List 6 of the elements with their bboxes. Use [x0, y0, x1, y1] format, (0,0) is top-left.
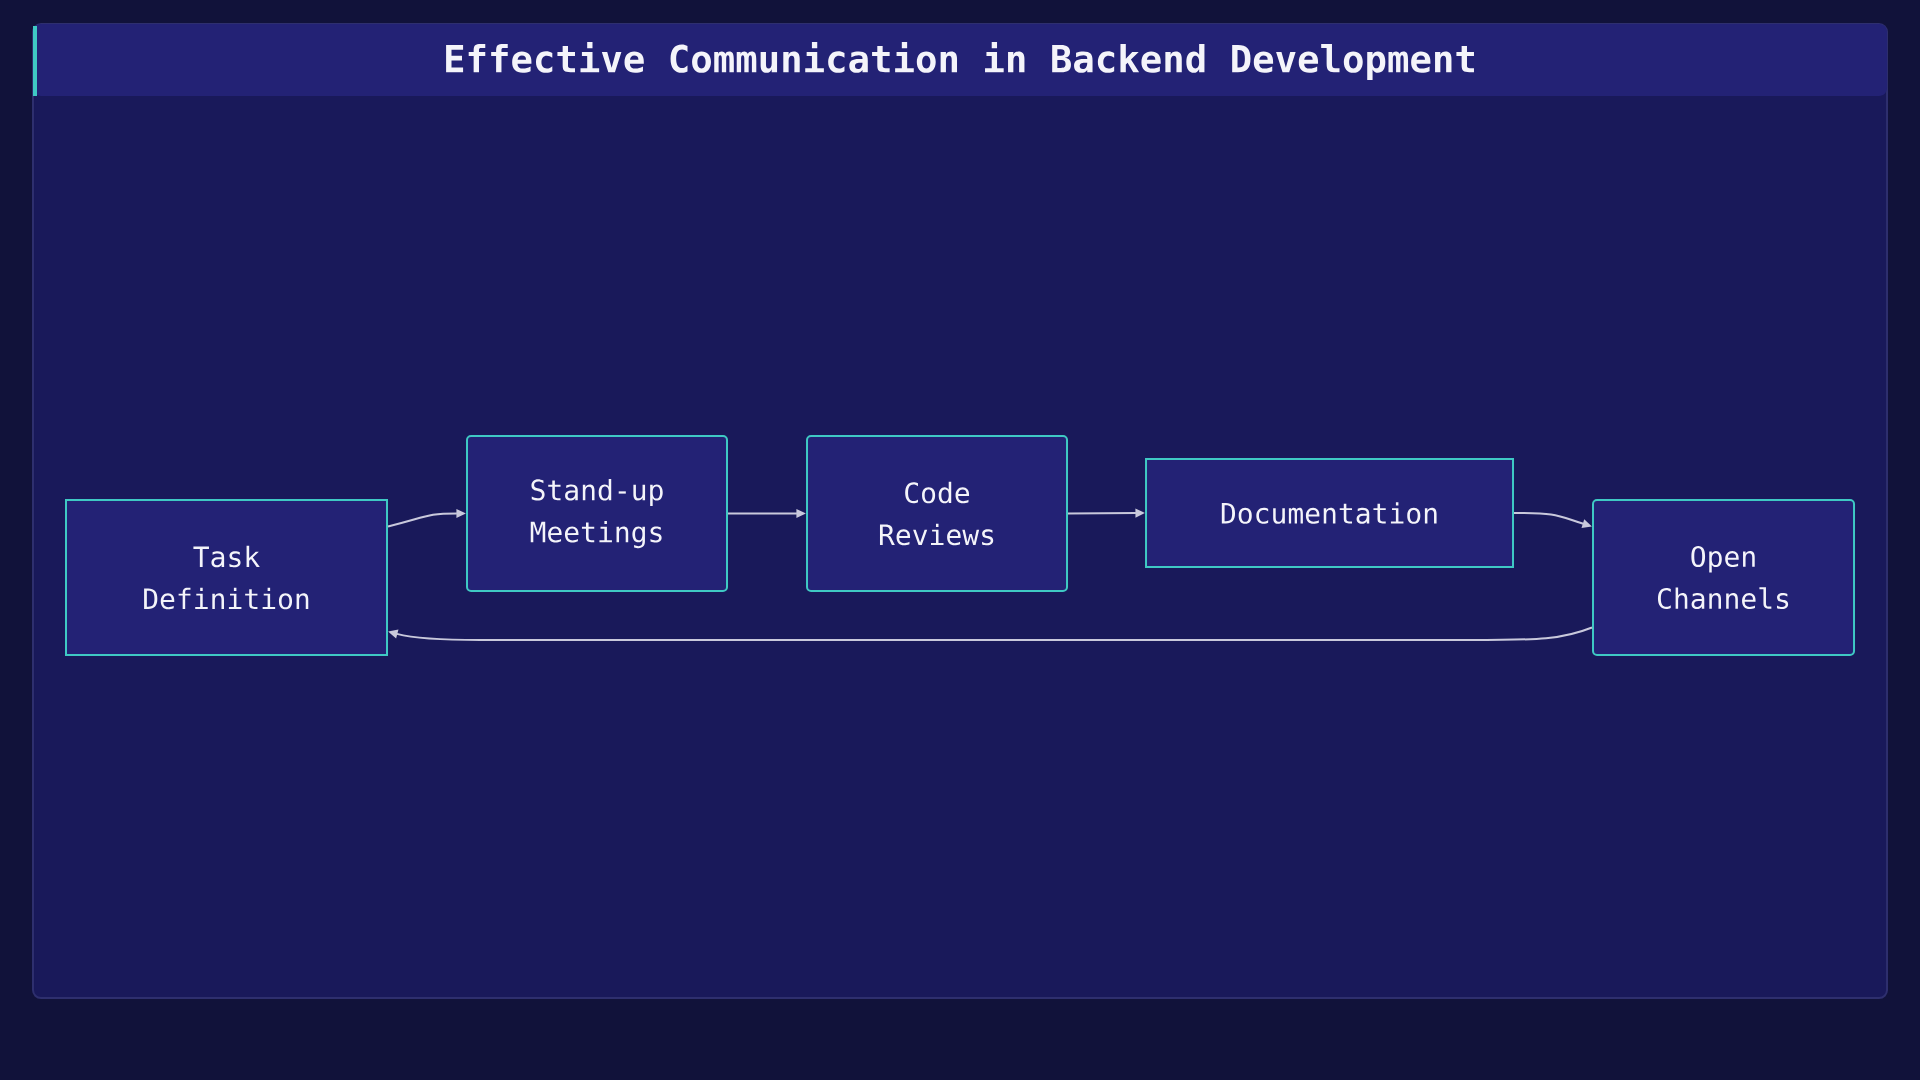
process-box: Task Definition: [65, 499, 388, 656]
process-box: Open Channels: [1592, 499, 1855, 656]
title-bar: Effective Communication in Backend Development: [33, 24, 1887, 96]
process-box: Stand-up Meetings: [466, 435, 728, 592]
process-box: Code Reviews: [806, 435, 1068, 592]
process-box: Documentation: [1145, 458, 1514, 568]
